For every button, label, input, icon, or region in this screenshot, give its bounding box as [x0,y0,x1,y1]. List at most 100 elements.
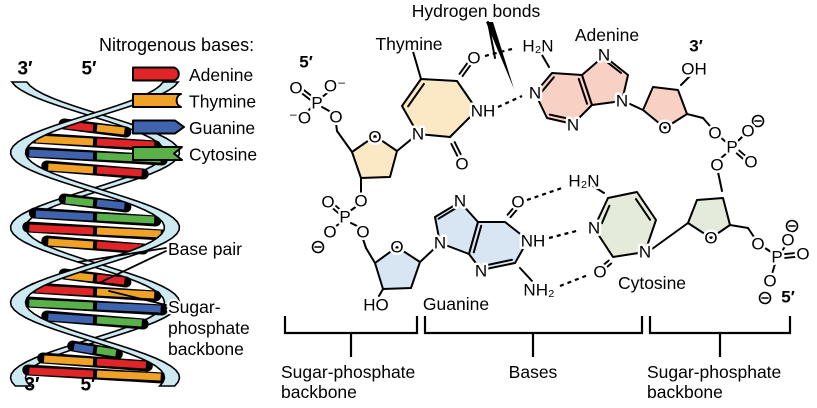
bond [349,205,358,212]
atom-label: O [511,193,524,212]
circled-minus-icon [785,219,799,233]
bond [717,171,723,192]
rung-half-guanine [29,149,94,160]
atom-label: H₂N [522,37,553,56]
atom-label: HO [363,296,389,315]
thymine-label: Thymine [375,34,442,54]
rung-half-thymine [48,238,94,249]
legend-swatch-thymine [132,93,182,108]
base-pair-rung [37,352,153,372]
double-bond [604,262,613,270]
double-bond-inner [600,204,611,225]
base-pair-rung [22,364,168,384]
rung-half-cytosine [65,196,94,207]
atom-label: O⁻ [324,77,346,96]
rung-half-adenine [96,241,142,252]
guanine-sugar [374,246,421,290]
double-bond-inner [540,76,555,94]
base-pair-rung [22,221,168,241]
atom-label: O [658,119,671,138]
base-pair-label: Base pair [168,239,242,259]
hydrogen-bonds-pointer-line [487,21,496,59]
bond [519,267,533,282]
backbone-bracket-label-left: Sugar-phosphate [281,362,415,382]
bond [686,113,704,119]
atom-label: O [763,272,776,291]
sugar-phosphate-backbone-label: backbone [168,339,244,359]
bond [365,247,376,264]
atom-label: N [639,243,651,262]
rung-half-cytosine [29,299,94,310]
pointer-line [77,247,167,263]
hydrogen-bond-dash [559,273,589,288]
rung-half-guanine [35,210,94,221]
hydrogen-bonds-pointer-wedge [486,22,514,89]
five-prime-right-label: 5′ [781,288,795,307]
rung-half-thymine [48,163,94,174]
double-bond [333,203,343,212]
rung-half-cytosine [96,346,117,357]
atom-label: P [339,208,350,227]
helix-3-prime-top: 3′ [17,59,33,80]
double-bond [302,88,314,98]
base-pair-rung [67,340,123,360]
atom-label: ⁻O [289,109,311,128]
helix-5-prime-bottom: 5′ [80,375,96,396]
bracket-middle [423,316,644,335]
sugar-phosphate-backbone-label: phosphate [168,318,250,338]
double-bond-inner [634,198,652,221]
atom-label: O [356,223,369,242]
bond [781,244,787,252]
hydrogen-bond-dash [548,228,581,240]
atom-label: O [323,223,336,242]
atom-label: O [467,49,480,68]
atom-label: N [616,92,628,111]
atom-label: O [751,235,764,254]
dna-helix: 3′ 5′ 3′ 5′ [9,59,181,396]
helix-5-prime-top: 5′ [81,59,97,80]
pointer-line [108,290,167,306]
rung-half-cytosine [96,213,155,224]
thymine-sugar [351,135,398,179]
double-bond-inner [487,258,513,266]
hydrogen-bond-dash [526,186,563,202]
backbone-bracket-label-right: backbone [647,382,723,402]
atom-label: O [321,193,334,212]
guanine-ring6 [468,221,529,271]
double-bond-inner [548,113,570,120]
bond [764,247,772,253]
sugar-phosphate-backbone-label: Sugar- [168,297,221,317]
bond [411,47,422,80]
atom-label: O [289,79,302,98]
rung-half-thymine [96,288,155,299]
helix-3-prime-bottom: 3′ [24,375,40,396]
double-bond [299,91,311,101]
legend: Nitrogenous bases:AdenineThymineGuanineC… [97,33,259,167]
thymine-ring [401,78,478,138]
atom-label: O [329,108,342,127]
hydrogen-bond-dash [497,95,523,108]
atom-label: P [771,248,782,267]
rung-half-guanine [48,313,94,324]
bases-bracket-label: Bases [509,362,558,382]
legend-label-thymine: Thymine [189,92,256,112]
bond [541,54,550,68]
rung-half-thymine [96,227,161,238]
bond [771,263,776,275]
rung-half-guanine [96,199,125,210]
atom-label: O [796,245,809,264]
legend-swatch-adenine [132,66,180,82]
bond [396,136,415,152]
legend-title: Nitrogenous bases: [99,35,254,55]
bond [321,106,332,113]
rung-half-thymine [96,124,125,135]
bond [335,122,338,132]
atom-label: N [412,125,424,144]
rung-half-adenine [29,224,94,235]
base-pair-rung [41,160,149,180]
bond [629,103,644,111]
atom-label: N [475,262,487,281]
base-pair-rung [58,193,132,213]
